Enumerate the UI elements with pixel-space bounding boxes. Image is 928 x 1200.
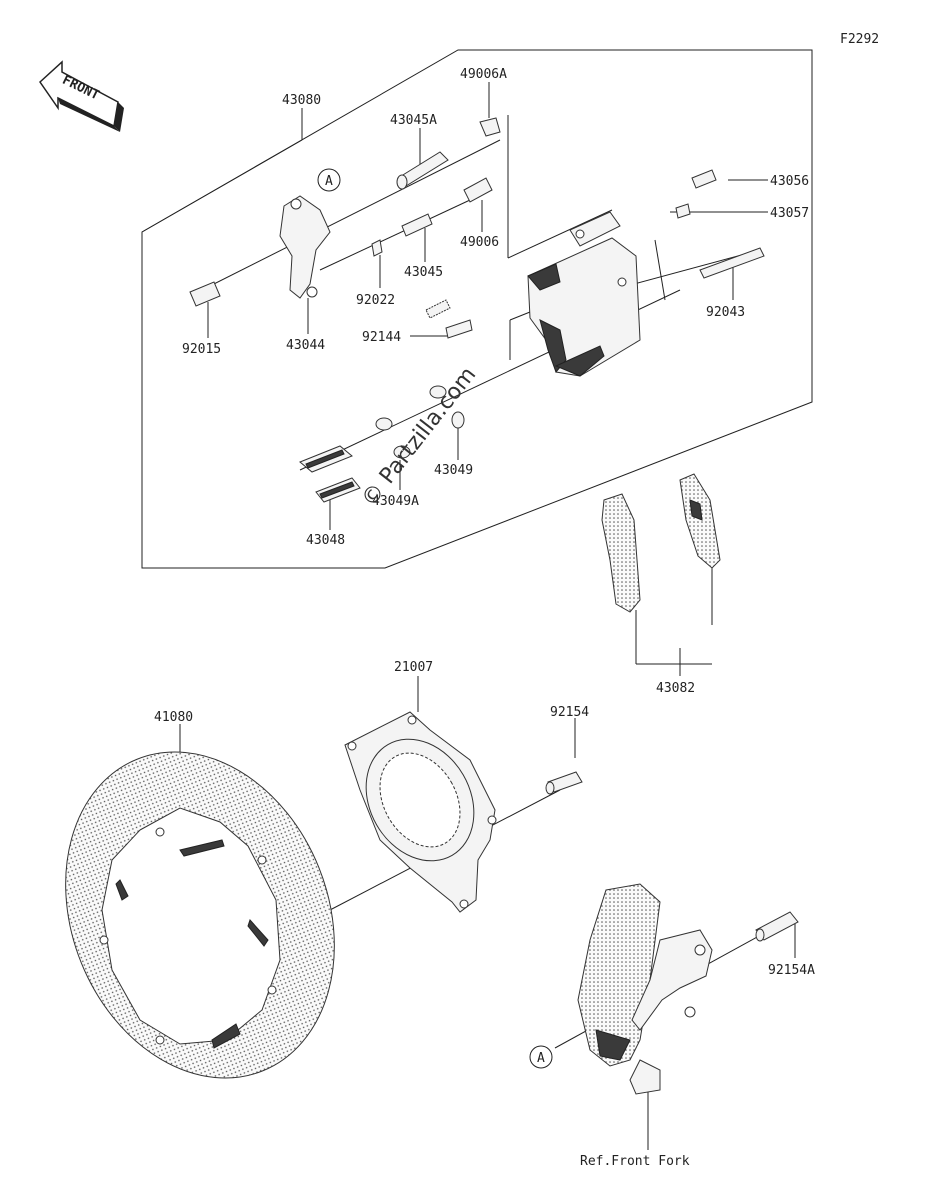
bolt-92154 [545,771,583,795]
part-label-43057: 43057 [770,206,809,221]
part-label-49006: 49006 [460,235,499,250]
part-label-43082: 43082 [656,681,695,696]
hardware-parts [189,117,765,503]
part-label-43044: 43044 [286,338,325,353]
part-label-43049: 43049 [434,463,473,478]
front-direction-arrow: FRONT [39,60,124,132]
part-label-92015: 92015 [182,342,221,357]
diagram-code: F2292 [840,32,879,47]
front-fork-lower [577,883,713,1095]
part-label-43056: 43056 [770,174,809,189]
watermark: © Partzilla.com [357,363,481,512]
ref-marker-upper: A [317,168,341,192]
part-label-49006a: 49006A [460,67,507,82]
brake-pads-43082 [601,473,721,613]
part-label-92154: 92154 [550,705,589,720]
part-label-92022: 92022 [356,293,395,308]
caliper-bracket-43044 [279,195,331,299]
ref-marker-lower-label: A [537,1051,545,1066]
part-label-21007: 21007 [394,660,433,675]
part-label-43045a: 43045A [390,113,437,128]
part-label-92043: 92043 [706,305,745,320]
part-label-43045: 43045 [404,265,443,280]
ref-front-fork-note: Ref.Front Fork [580,1154,690,1169]
part-label-43048: 43048 [306,533,345,548]
part-label-43049a: 43049A [372,494,419,509]
part-label-43080: 43080 [282,93,321,108]
caliper-assembly-outline [141,49,813,569]
abs-sensor-rotor-21007 [344,711,497,913]
part-label-41080: 41080 [154,710,193,725]
part-label-92144: 92144 [362,330,401,345]
part-label-92154a: 92154A [768,963,815,978]
brake-disc-41080 [65,751,335,1079]
bolt-92154a [755,911,799,942]
ref-marker-lower: A [529,1045,553,1069]
caliper-body [527,211,641,377]
ref-marker-upper-label: A [325,174,333,189]
